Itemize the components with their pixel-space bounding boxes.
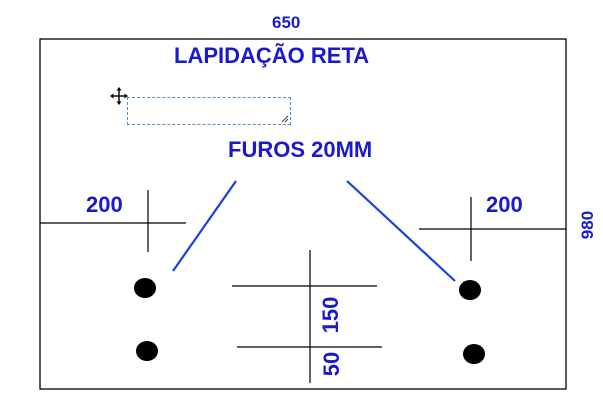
hole-bottom-left: [136, 341, 158, 361]
width-dimension-label: 650: [272, 13, 301, 32]
hole-top-left: [134, 278, 156, 298]
drawing-title: LAPIDAÇÃO RETA: [174, 43, 370, 68]
height-dimension-label: 980: [578, 210, 597, 240]
hole-spacing-label: 150: [318, 296, 343, 334]
bottom-offset-label: 50: [319, 351, 344, 377]
leader-line-left: [172, 180, 237, 272]
panel-outline: [39, 38, 567, 390]
right-offset-label: 200: [486, 192, 523, 217]
resize-grip-icon[interactable]: [281, 115, 289, 123]
move-cross-arrows-icon[interactable]: [110, 87, 128, 105]
hole-bottom-right: [463, 344, 485, 364]
hole-top-right: [459, 280, 481, 300]
selected-text-box[interactable]: [127, 97, 291, 125]
drawing-subtitle: FUROS 20MM: [228, 137, 373, 162]
left-offset-label: 200: [86, 192, 123, 217]
leader-line-right: [346, 180, 456, 282]
